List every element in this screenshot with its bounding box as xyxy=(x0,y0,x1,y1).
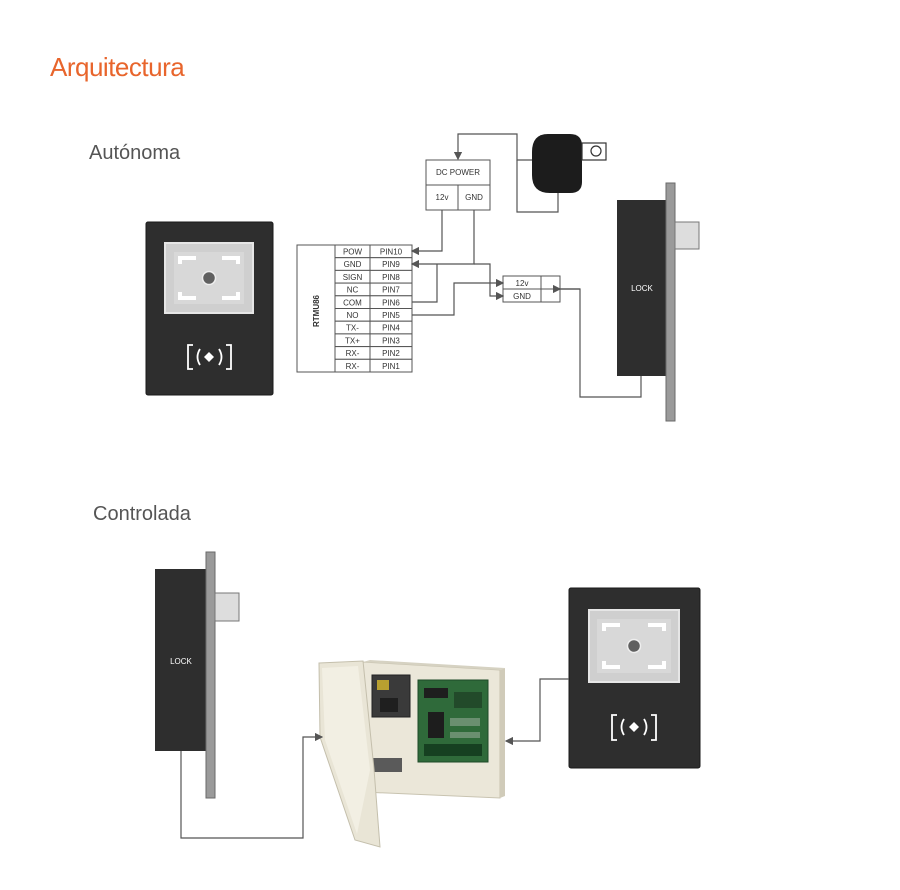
pin-signal: TX- xyxy=(346,324,359,333)
lock-label: LOCK xyxy=(170,657,192,666)
dc-power-label: DC POWER xyxy=(436,168,480,177)
pin-number: PIN3 xyxy=(382,336,400,345)
pin-row: COM PIN6 xyxy=(334,295,413,309)
nfc-wave-icon xyxy=(187,344,232,370)
pin-signal: SIGN xyxy=(343,273,363,282)
wiring xyxy=(410,133,642,398)
pin-row: GND PIN9 xyxy=(334,257,413,271)
pin-number: PIN1 xyxy=(382,362,400,371)
wiring xyxy=(180,678,569,839)
pin-signal: COM xyxy=(343,298,362,307)
pin-row: RX- PIN1 xyxy=(334,358,413,373)
pin-signal: NC xyxy=(347,286,359,295)
pin-number: PIN2 xyxy=(382,349,400,358)
power-adapter-icon xyxy=(532,134,607,193)
pin-number: PIN10 xyxy=(380,248,403,257)
lock-label: LOCK xyxy=(631,284,653,293)
card-reader-icon xyxy=(145,221,274,396)
access-controller-panel-icon xyxy=(318,660,505,848)
pin-number: PIN7 xyxy=(382,286,400,295)
section-title-controlada: Controlada xyxy=(93,503,191,525)
pin-signal: POW xyxy=(343,248,363,257)
pin-number: PIN9 xyxy=(382,260,400,269)
pin-number: PIN6 xyxy=(382,298,400,307)
page-title: Arquitectura xyxy=(50,52,185,82)
pin-signal: GND xyxy=(344,260,362,269)
pin-row: NO PIN5 xyxy=(334,308,413,322)
pin-signal: TX+ xyxy=(345,336,360,345)
pin-signal: RX- xyxy=(346,362,360,371)
pin-signal: NO xyxy=(347,311,359,320)
pin-number: PIN4 xyxy=(382,324,400,333)
lock-terminal-pin-12v: 12v xyxy=(516,279,529,288)
nfc-wave-icon xyxy=(611,714,657,741)
door-lock-icon: LOCK xyxy=(617,182,700,422)
door-lock-icon: LOCK xyxy=(155,551,240,799)
pin-row: TX+ PIN3 xyxy=(334,333,413,348)
dc-power-box: DC POWER 12v GND xyxy=(425,159,491,211)
pin-row: RX- PIN2 xyxy=(334,346,413,360)
lock-terminal: 12v GND xyxy=(502,275,561,303)
dc-power-pin-gnd: GND xyxy=(465,193,483,202)
pin-number: PIN5 xyxy=(382,311,400,320)
pin-row: NC PIN7 xyxy=(334,282,413,297)
module-name: RTMU86 xyxy=(312,294,321,327)
pin-row: POW PIN10 xyxy=(334,244,413,259)
card-reader-icon xyxy=(568,587,701,769)
pin-number: PIN8 xyxy=(382,273,400,282)
pin-signal: RX- xyxy=(346,349,360,358)
section-title-autonoma: Autónoma xyxy=(89,142,181,164)
pin-row: SIGN PIN8 xyxy=(334,269,413,284)
lock-terminal-pin-gnd: GND xyxy=(513,292,531,301)
pin-row: TX- PIN4 xyxy=(334,320,413,335)
dc-power-pin-12v: 12v xyxy=(436,193,449,202)
